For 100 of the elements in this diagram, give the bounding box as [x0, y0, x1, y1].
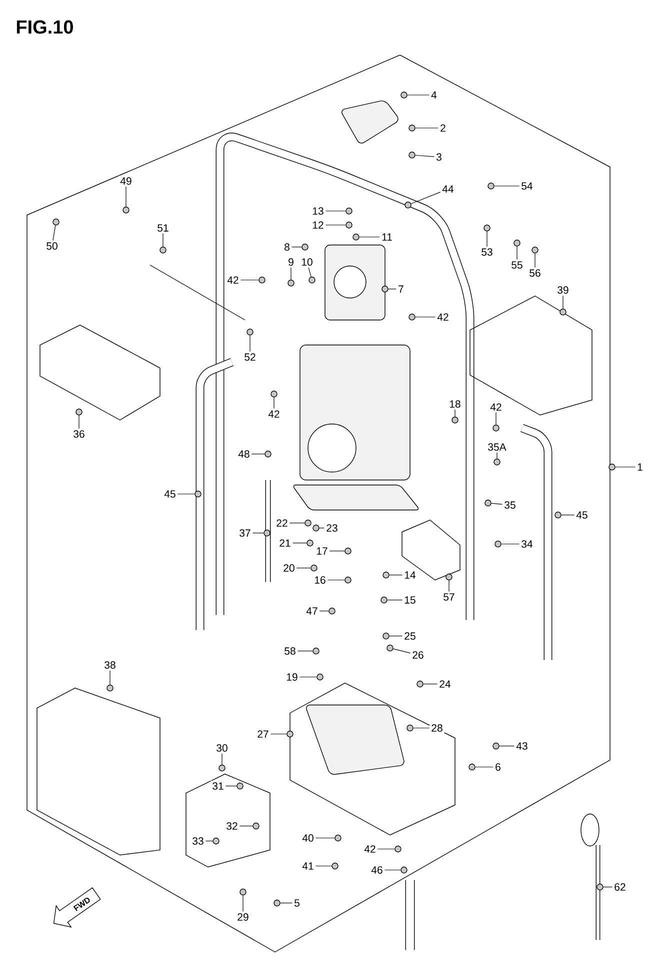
callout-number: 15 — [402, 594, 418, 606]
callout-number: 53 — [480, 246, 494, 258]
part-drawing — [236, 782, 244, 790]
callout-number: 37 — [238, 528, 252, 538]
callout-number: 58 — [282, 646, 298, 656]
callout-number: 50 — [44, 240, 60, 252]
leader-line — [415, 316, 436, 318]
part-drawing — [312, 648, 320, 654]
callout-number: 8 — [282, 242, 292, 252]
part-drawing — [212, 838, 220, 844]
callout-number: 4 — [430, 90, 438, 100]
callout-number: 42 — [436, 312, 450, 322]
part-drawing — [308, 276, 316, 284]
callout-number: 45 — [574, 510, 590, 520]
part-drawing — [246, 328, 254, 336]
callout-number: 52 — [242, 352, 258, 362]
leader-line — [329, 550, 345, 552]
part-drawing — [484, 500, 492, 506]
leader-line — [410, 192, 441, 204]
part-drawing — [394, 846, 402, 852]
leader-line — [242, 895, 244, 912]
callout-number: 33 — [190, 836, 206, 846]
part-drawing — [484, 224, 490, 232]
leader-line — [491, 503, 503, 505]
leader-line — [562, 295, 564, 309]
callout-number: 22 — [274, 518, 290, 528]
callout-number: 5 — [292, 898, 302, 908]
callout-number: 42 — [226, 274, 240, 286]
callout-number: 42 — [266, 408, 282, 420]
part-drawing — [288, 280, 294, 286]
callout-number: 46 — [370, 864, 384, 876]
part-drawing — [194, 490, 202, 498]
callout-number: 30 — [214, 742, 230, 754]
callout-number: 41 — [300, 860, 316, 872]
part-drawing — [286, 730, 294, 738]
leader-line — [280, 902, 293, 904]
leader-line — [389, 574, 403, 576]
part-drawing — [408, 124, 416, 132]
part-drawing — [302, 244, 308, 250]
callout-number: 19 — [284, 672, 300, 682]
part-drawing — [380, 596, 388, 604]
part-drawing — [416, 680, 424, 688]
callout-number: 25 — [402, 630, 418, 642]
callout-number: 27 — [256, 728, 270, 740]
callout-number: 13 — [310, 206, 326, 216]
part-drawing — [492, 742, 500, 750]
leader-line — [415, 154, 435, 157]
leader-line — [299, 676, 317, 678]
callout-number: 55 — [510, 260, 524, 270]
callout-number: 45 — [162, 488, 178, 500]
callout-number: 56 — [528, 268, 542, 278]
part-drawing — [468, 764, 476, 770]
part-drawing — [488, 182, 494, 190]
leader-line — [325, 224, 346, 226]
part-drawing — [408, 314, 416, 320]
part-drawing — [514, 240, 520, 246]
callout-number: 54 — [520, 180, 534, 192]
part-drawing — [344, 576, 352, 584]
part-drawing — [406, 724, 414, 732]
callout-number: 1 — [636, 462, 644, 472]
callout-number: 18 — [448, 398, 462, 410]
part-drawing — [346, 208, 352, 214]
part-drawing — [608, 464, 616, 470]
part-drawing — [76, 408, 82, 416]
part-drawing — [252, 822, 260, 830]
part-drawing — [386, 644, 394, 652]
leader-line — [289, 522, 305, 524]
callout-number: 2 — [438, 122, 448, 134]
figure-title: FIG.10 — [16, 20, 73, 34]
leader-line — [162, 233, 164, 247]
leader-line — [290, 267, 292, 280]
leader-line — [496, 452, 498, 459]
leader-line — [615, 466, 636, 468]
leader-line — [448, 580, 450, 592]
part-drawing — [240, 888, 246, 896]
part-drawing — [554, 512, 562, 518]
callout-number: 20 — [282, 562, 296, 574]
callout-number: 32 — [224, 820, 240, 832]
leader-line — [377, 848, 395, 850]
part-drawing — [560, 308, 566, 316]
callout-number: 28 — [430, 722, 444, 734]
part-drawing — [344, 548, 352, 554]
leader-line — [516, 246, 518, 260]
part-drawing — [258, 276, 266, 284]
leader-line — [534, 253, 536, 268]
leader-line — [205, 840, 213, 842]
leader-line — [475, 766, 494, 768]
callout-number: 29 — [236, 912, 250, 922]
part-drawing — [400, 92, 408, 98]
part-drawing — [492, 424, 500, 432]
leader-line — [561, 514, 575, 516]
part-drawing — [122, 206, 130, 214]
leader-line — [407, 94, 430, 96]
part-drawing — [312, 524, 320, 532]
callout-number: 38 — [102, 660, 118, 670]
callout-number: 26 — [410, 650, 426, 660]
part-drawing — [346, 222, 352, 228]
leader-line — [603, 886, 613, 888]
leader-line — [78, 415, 80, 429]
leader-line — [319, 610, 329, 612]
